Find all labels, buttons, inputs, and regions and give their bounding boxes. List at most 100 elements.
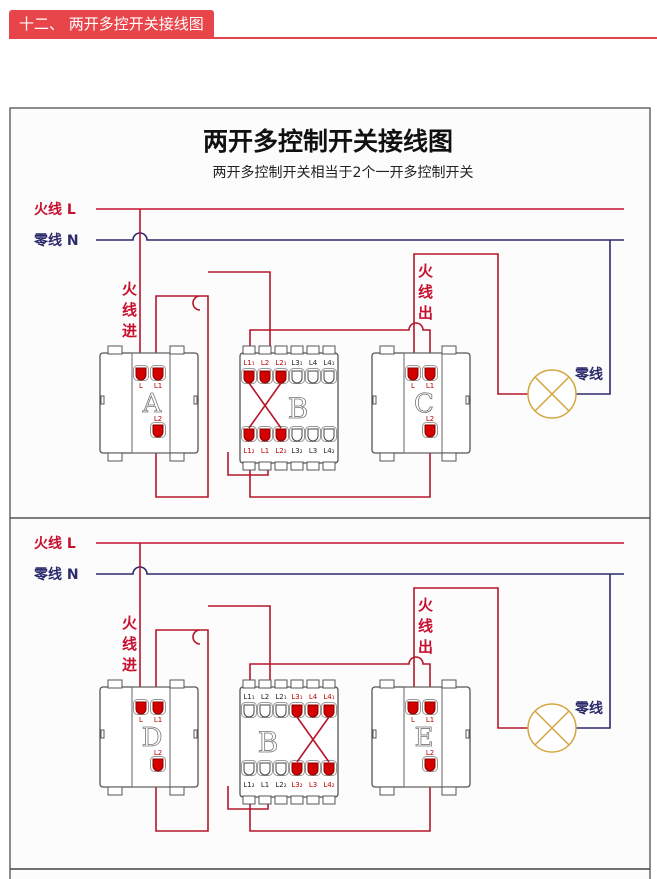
switch-clip	[107, 786, 123, 796]
terminal-label: L2	[154, 749, 162, 757]
switch-clip	[322, 679, 336, 689]
switch-rocker	[131, 352, 171, 454]
terminal-label: L	[411, 382, 415, 390]
switch-tab	[372, 729, 377, 739]
live-wire	[208, 271, 271, 367]
live-out-label: 出	[418, 638, 433, 656]
terminal-active	[243, 428, 255, 442]
switch-clip	[242, 345, 256, 355]
terminal-active	[424, 701, 436, 715]
terminal-empty	[307, 370, 319, 384]
terminal-empty	[275, 704, 287, 718]
live-out-label: 火	[418, 262, 434, 280]
terminal-label: L2	[261, 359, 269, 367]
live-in-label: 进	[122, 322, 137, 340]
terminal-active	[135, 701, 147, 715]
live-wire	[249, 656, 431, 701]
live-label: 火线 L	[34, 535, 76, 552]
terminal-label: L2	[154, 415, 162, 423]
switch-clip	[379, 345, 395, 355]
terminal-label: L4	[309, 693, 318, 701]
switch-clip	[306, 461, 320, 471]
terminal-label: L2₁	[275, 693, 286, 701]
cross-wire	[296, 716, 330, 763]
switch-clip	[290, 461, 304, 471]
switch-tab	[100, 395, 105, 405]
cross-wire	[248, 382, 282, 429]
switch-clip	[258, 345, 272, 355]
switch-clip	[441, 345, 457, 355]
switch-letter: C	[414, 389, 434, 419]
switch-clip	[441, 452, 457, 462]
switch-clip	[274, 679, 288, 689]
switch-clip	[322, 345, 336, 355]
live-in-label: 线	[122, 301, 137, 319]
neutral-label: 零线 N	[33, 232, 79, 249]
switch-clip	[107, 679, 123, 689]
diagram-title: 两开多控制开关接线图	[203, 127, 453, 156]
terminal-active	[135, 367, 147, 381]
lamp-neutral-label: 零线	[574, 366, 603, 383]
terminal-label: L1	[426, 382, 434, 390]
switch-clip	[169, 345, 185, 355]
terminal-label: L1	[426, 716, 434, 724]
live-out-label: 线	[418, 617, 433, 635]
terminal-label: L4₁	[323, 693, 334, 701]
live-out-label: 出	[418, 304, 433, 322]
live-wire	[208, 605, 271, 701]
terminal-label: L1₂	[243, 781, 254, 789]
header-underline	[9, 37, 657, 39]
switch-rocker	[131, 686, 171, 788]
switch-clip	[107, 452, 123, 462]
switch-clip	[274, 461, 288, 471]
terminal-label: L2₁	[275, 359, 286, 367]
neutral-wire	[576, 240, 611, 395]
switch-clip	[274, 345, 288, 355]
terminal-label: L3₁	[291, 359, 302, 367]
terminal-label: L4₂	[323, 781, 334, 789]
terminal-label: L1₁	[243, 359, 254, 367]
switch-letter: A	[142, 389, 163, 419]
switch-clip	[379, 452, 395, 462]
switch-clip	[258, 679, 272, 689]
terminal-label: L	[139, 382, 143, 390]
terminal-label: L1	[261, 447, 269, 455]
lamp-neutral-label: 零线	[574, 700, 603, 717]
switch-tab	[100, 729, 105, 739]
switch-tab	[465, 729, 470, 739]
diagram-subtitle: 两开多控制开关相当于2个一开多控制开关	[213, 164, 474, 181]
terminal-label: L3₂	[291, 447, 302, 455]
terminal-active	[275, 370, 287, 384]
terminal-active	[152, 367, 164, 381]
switch-clip	[169, 786, 185, 796]
switch-clip	[290, 679, 304, 689]
terminal-active	[407, 367, 419, 381]
terminal-label: L2₂	[275, 781, 286, 789]
terminal-active	[307, 704, 319, 718]
live-in-label: 线	[122, 635, 137, 653]
switch-clip	[322, 461, 336, 471]
terminal-empty	[275, 762, 287, 776]
switch-letter: E	[415, 723, 434, 753]
terminal-label: L1₂	[243, 447, 254, 455]
live-in-label: 进	[122, 656, 137, 674]
switch-clip	[306, 679, 320, 689]
terminal-label: L1	[154, 382, 162, 390]
terminal-active	[152, 701, 164, 715]
switch-clip	[322, 795, 336, 805]
switch-tab	[372, 395, 377, 405]
live-out-wire	[413, 587, 528, 729]
switch-clip	[169, 679, 185, 689]
terminal-active	[291, 704, 303, 718]
live-wire	[155, 295, 209, 498]
live-in-label: 火	[122, 280, 138, 298]
switch-rocker	[403, 686, 443, 788]
terminal-active	[243, 370, 255, 384]
terminal-empty	[291, 370, 303, 384]
terminal-label: L3	[309, 781, 317, 789]
terminal-label: L2	[261, 693, 269, 701]
switch-letter: B	[258, 726, 279, 759]
